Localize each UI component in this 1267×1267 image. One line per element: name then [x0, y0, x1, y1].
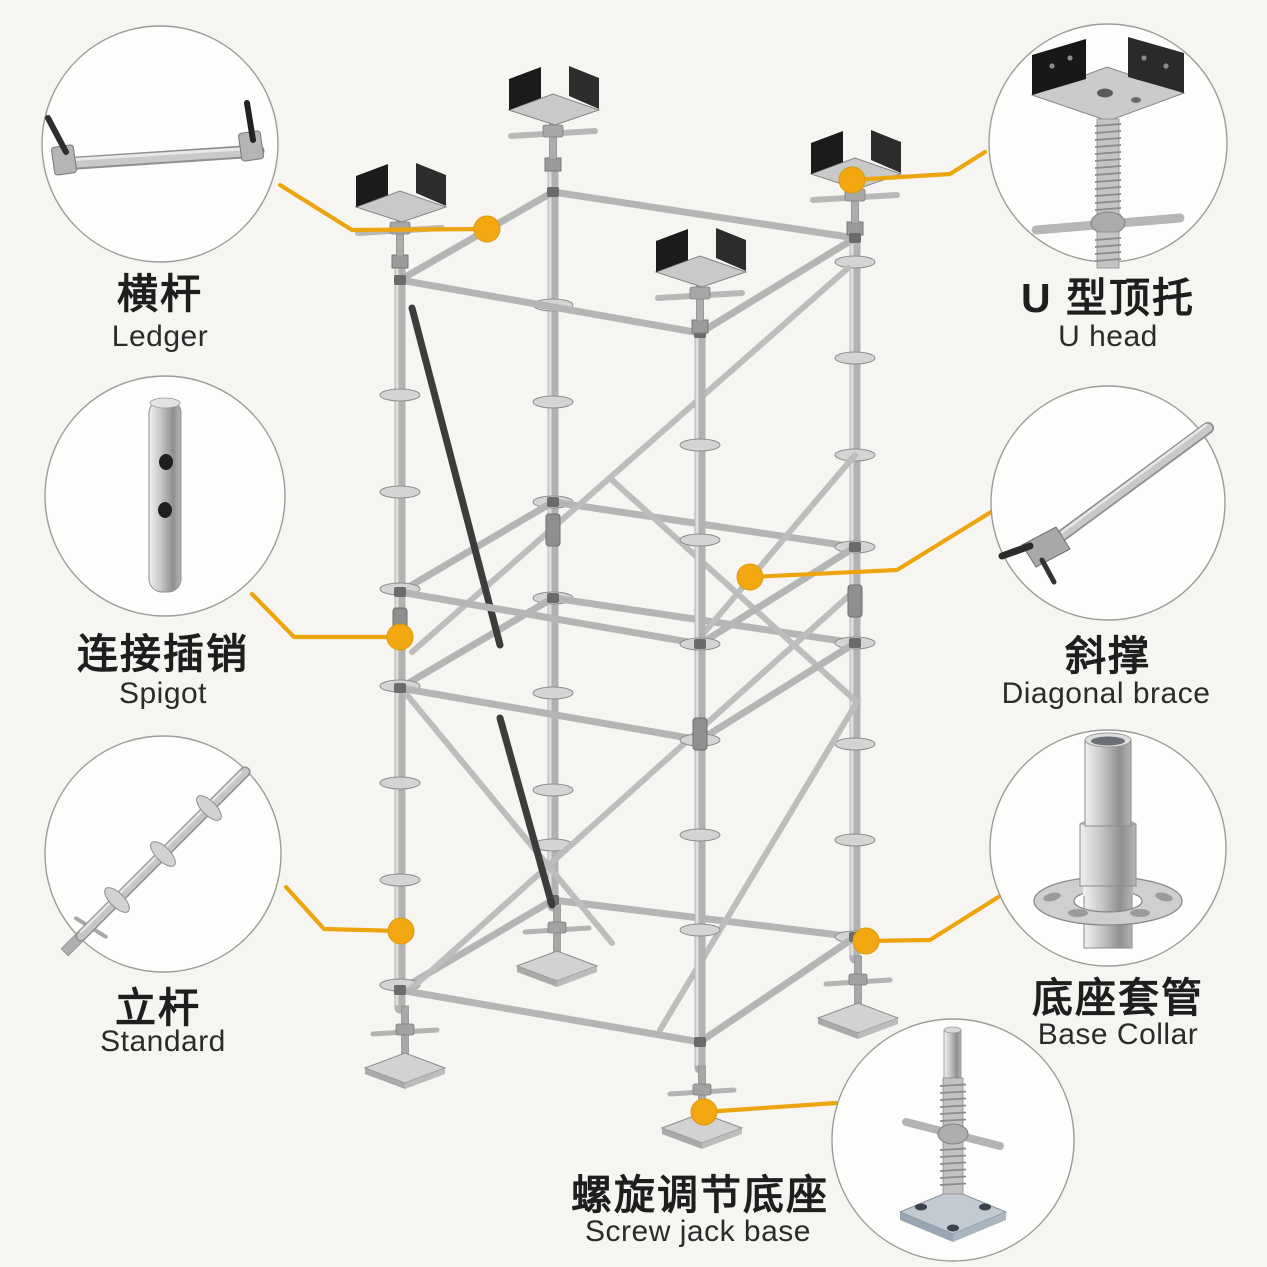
screw-jack-label-zh: 螺旋调节底座	[571, 1172, 829, 1218]
spigot-label-en: Spigot	[119, 677, 207, 710]
u-head-anchor-dot	[838, 166, 866, 194]
screw-jack-leader-line	[701, 1100, 839, 1115]
callout-leaders	[249, 149, 1003, 1126]
u-head-label-en: U head	[1058, 320, 1158, 353]
spigot-anchor-dot	[386, 623, 414, 651]
standard-photo	[60, 766, 251, 957]
base-collar-leader-line	[863, 893, 1003, 944]
ledger-label-zh: 横杆	[117, 271, 203, 317]
standard-label-en: Standard	[100, 1025, 226, 1058]
spigot-photo	[148, 397, 182, 593]
diagonal-brace-anchor-dot	[736, 563, 764, 591]
ledger-anchor-dot	[473, 215, 501, 243]
standard-label-zh: 立杆	[115, 985, 201, 1031]
u-head-leader-line	[849, 149, 988, 183]
u-head-label-zh: U 型顶托	[1021, 275, 1195, 321]
base-collar-anchor-dot	[852, 927, 880, 955]
u-head-photo	[1030, 37, 1186, 269]
base-collar-label-en: Base Collar	[1038, 1018, 1199, 1051]
diagonal-brace-leader-line	[747, 509, 994, 580]
base-collar-label-zh: 底座套管	[1032, 975, 1204, 1021]
ledger-callout: 横杆 Ledger	[41, 25, 279, 353]
ledger-leader-line	[277, 182, 490, 233]
u-head-callout: U 型顶托 U head	[988, 23, 1228, 353]
base-collar-photo	[1033, 732, 1183, 949]
ledger-photo	[45, 100, 265, 176]
spigot-callout: 连接插销 Spigot	[44, 375, 286, 710]
screw-jack-label-en: Screw jack base	[585, 1215, 811, 1248]
standard-callout: 立杆 Standard	[44, 735, 282, 1058]
standard-anchor-dot	[387, 917, 415, 945]
base-collar-callout: 底座套管 Base Collar	[989, 729, 1227, 1051]
screw-jack-photo	[898, 1026, 1008, 1242]
diagonal-brace-label-zh: 斜撑	[1065, 633, 1151, 679]
standard-leader-line	[283, 884, 404, 934]
spigot-leader-line	[249, 591, 403, 640]
diagonal-brace-callout: 斜撑 Diagonal brace	[990, 385, 1226, 710]
diagonal-brace-photo	[998, 422, 1214, 585]
screw-jack-callout: 螺旋调节底座 Screw jack base	[571, 1018, 1075, 1262]
diagonal-brace-label-en: Diagonal brace	[1002, 677, 1211, 710]
spigot-label-zh: 连接插销	[77, 631, 249, 677]
ledger-label-en: Ledger	[112, 320, 208, 353]
screw-jack-anchor-dot	[690, 1098, 718, 1126]
